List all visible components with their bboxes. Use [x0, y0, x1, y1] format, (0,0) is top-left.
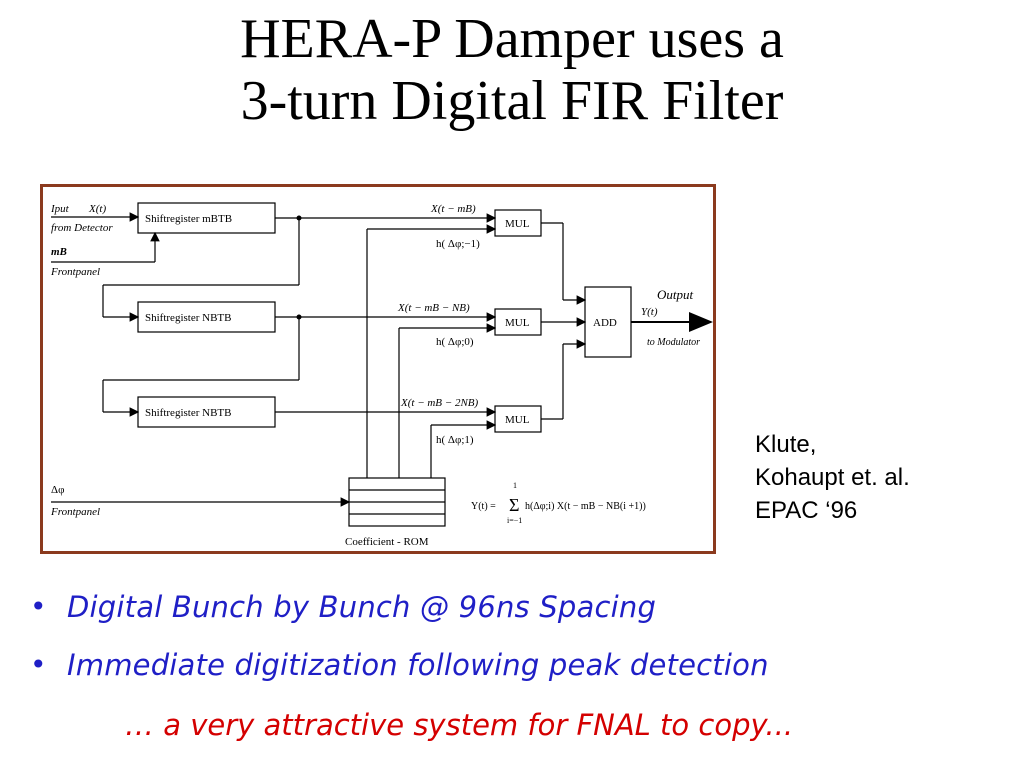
- dphi-label: Δφ: [51, 484, 64, 496]
- signal-3: X(t − mB − 2NB): [400, 397, 479, 409]
- shiftregister-1-label: Shiftregister mBTB: [145, 213, 232, 225]
- shiftregister-3-label: Shiftregister NBTB: [145, 407, 231, 419]
- formula-sigma: Σ: [509, 495, 519, 515]
- bullet-dot-icon: •: [30, 590, 47, 623]
- mb-label: mB: [51, 246, 67, 258]
- output-signal: Y(t): [641, 306, 658, 318]
- signal-1: X(t − mB): [430, 203, 476, 215]
- mul-1-label: MUL: [505, 218, 530, 230]
- shiftregister-2-label: Shiftregister NBTB: [145, 312, 231, 324]
- input-source: from Detector: [51, 222, 113, 234]
- bullet-text: Digital Bunch by Bunch @ 96ns Spacing: [67, 590, 657, 624]
- signal-2: X(t − mB − NB): [397, 302, 470, 314]
- title-line-1: HERA-P Damper uses a: [240, 8, 784, 70]
- tagline: … a very attractive system for FNAL to c…: [125, 708, 794, 742]
- input-label: Iput: [50, 203, 70, 215]
- input-signal: X(t): [88, 203, 106, 215]
- reference-line-3: EPAC ‘96: [755, 497, 858, 524]
- coef-2: h( Δφ;0): [436, 336, 474, 348]
- formula-lhs: Y(t) =: [471, 501, 496, 512]
- fir-filter-diagram: Iput X(t) from Detector mB Frontpanel Sh…: [40, 184, 716, 554]
- formula-sum-top: 1: [513, 481, 517, 490]
- mul-2-label: MUL: [505, 317, 530, 329]
- frontpanel-2: Frontpanel: [50, 506, 100, 518]
- rom-label: Coefficient - ROM: [345, 536, 429, 548]
- mul-3-label: MUL: [505, 414, 530, 426]
- bullet-dot-icon: •: [30, 648, 47, 681]
- coef-1: h( Δφ;−1): [436, 238, 480, 250]
- formula-body: h(Δφ;i) X(t − mB − NB(i +1)): [525, 501, 646, 512]
- add-label: ADD: [593, 317, 617, 329]
- title-line-2: 3-turn Digital FIR Filter: [240, 70, 784, 132]
- slide-title: HERA-P Damper uses a 3-turn Digital FIR …: [0, 8, 1024, 132]
- coef-3: h( Δφ;1): [436, 434, 474, 446]
- output-label: Output: [657, 287, 694, 302]
- bullet-text: Immediate digitization following peak de…: [67, 648, 769, 682]
- reference-line-1: Klute,: [755, 431, 817, 458]
- diagram-svg: Iput X(t) from Detector mB Frontpanel Sh…: [50, 202, 713, 548]
- reference-line-2: Kohaupt et. al.: [755, 464, 910, 491]
- frontpanel-1: Frontpanel: [50, 266, 100, 278]
- reference-citation: Klute, Kohaupt et. al. EPAC ‘96: [755, 428, 910, 527]
- formula-sum-bottom: i=−1: [507, 516, 522, 525]
- output-dest: to Modulator: [647, 337, 700, 348]
